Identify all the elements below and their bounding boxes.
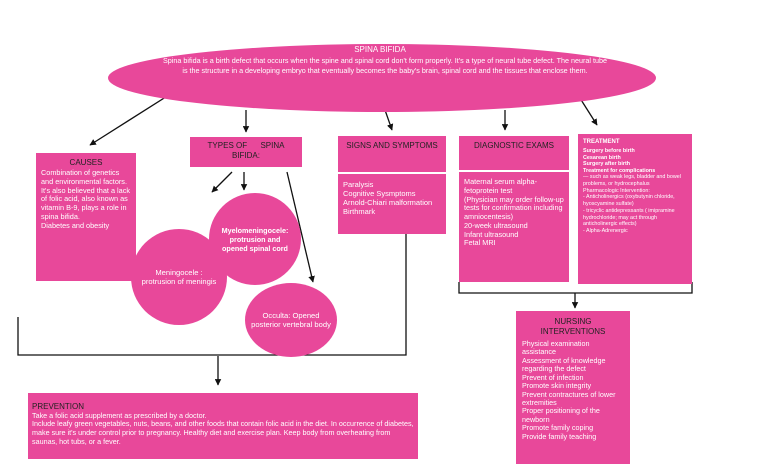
types-box: TYPES OF SPINA BIFIDA: bbox=[190, 137, 302, 167]
diagnostic-title: DIAGNOSTIC EXAMS bbox=[473, 141, 554, 150]
main-title: SPINA BIFIDA bbox=[354, 45, 406, 54]
bracket-bottom bbox=[17, 228, 407, 356]
meningocele-label: Meningocele : protrusion of meningis bbox=[141, 267, 217, 286]
signs-title: SIGNS AND SYMPTOMS bbox=[346, 141, 438, 150]
meningocele-circle: Meningocele : protrusion of meningis bbox=[131, 229, 227, 325]
nursing-text: Physical examination assistance Assessme… bbox=[522, 339, 616, 441]
prevention-box: PREVENTION Take a folic acid supplement … bbox=[28, 393, 418, 459]
occulta-circle: Occulta: Opened posterior vertebral body bbox=[245, 283, 337, 357]
diagnostic-box: DIAGNOSTIC EXAMS bbox=[459, 136, 569, 170]
arrow-to-meningocele bbox=[211, 171, 233, 193]
types-title: TYPES OF SPINA BIFIDA: bbox=[207, 141, 287, 160]
signs-text: Paralysis Cognitive Sysmptoms Arnold-Chi… bbox=[343, 180, 433, 217]
treatment-text: — such as weak legs, bladder and bowel p… bbox=[583, 174, 681, 235]
treatment-bold-1: Surgery before birth bbox=[583, 148, 635, 155]
arrow-to-signs bbox=[384, 109, 394, 131]
signs-content-box: Paralysis Cognitive Sysmptoms Arnold-Chi… bbox=[338, 174, 446, 234]
main-description: Spina bifida is a birth defect that occu… bbox=[163, 56, 607, 75]
main-ellipse bbox=[108, 44, 656, 112]
prevention-title: PREVENTION bbox=[32, 402, 85, 411]
myelomeningocele-label: Myelomeningocele: protrusion and opened … bbox=[221, 225, 289, 253]
causes-text: Combination of genetics and environmenta… bbox=[41, 168, 131, 230]
signs-box: SIGNS AND SYMPTOMS bbox=[338, 136, 446, 172]
treatment-title: TREATMENT bbox=[583, 139, 620, 145]
causes-title: CAUSES bbox=[69, 158, 103, 167]
treatment-bold-4: Treatment for complications bbox=[583, 167, 656, 174]
treatment-bold-3: Surgery after birth bbox=[583, 161, 631, 168]
treatment-box: TREATMENT Surgery before birth Cesarean … bbox=[578, 134, 692, 284]
occulta-label: Occulta: Opened posterior vertebral body bbox=[251, 310, 331, 329]
causes-box: CAUSES Combination of genetics and envir… bbox=[36, 153, 136, 281]
prevention-text: Take a folic acid supplement as prescrib… bbox=[32, 410, 414, 446]
diagnostic-text: Maternal serum alpha-fetoprotein test (P… bbox=[464, 177, 564, 248]
diagnostic-content-box: Maternal serum alpha-fetoprotein test (P… bbox=[459, 172, 569, 282]
arrow-to-occulta bbox=[286, 171, 315, 283]
nursing-box: NURSING INTERVENTIONS Physical examinati… bbox=[516, 311, 630, 464]
nursing-title: NURSING INTERVENTIONS bbox=[540, 317, 606, 336]
treatment-bold-2: Cesarean birth bbox=[583, 154, 621, 161]
